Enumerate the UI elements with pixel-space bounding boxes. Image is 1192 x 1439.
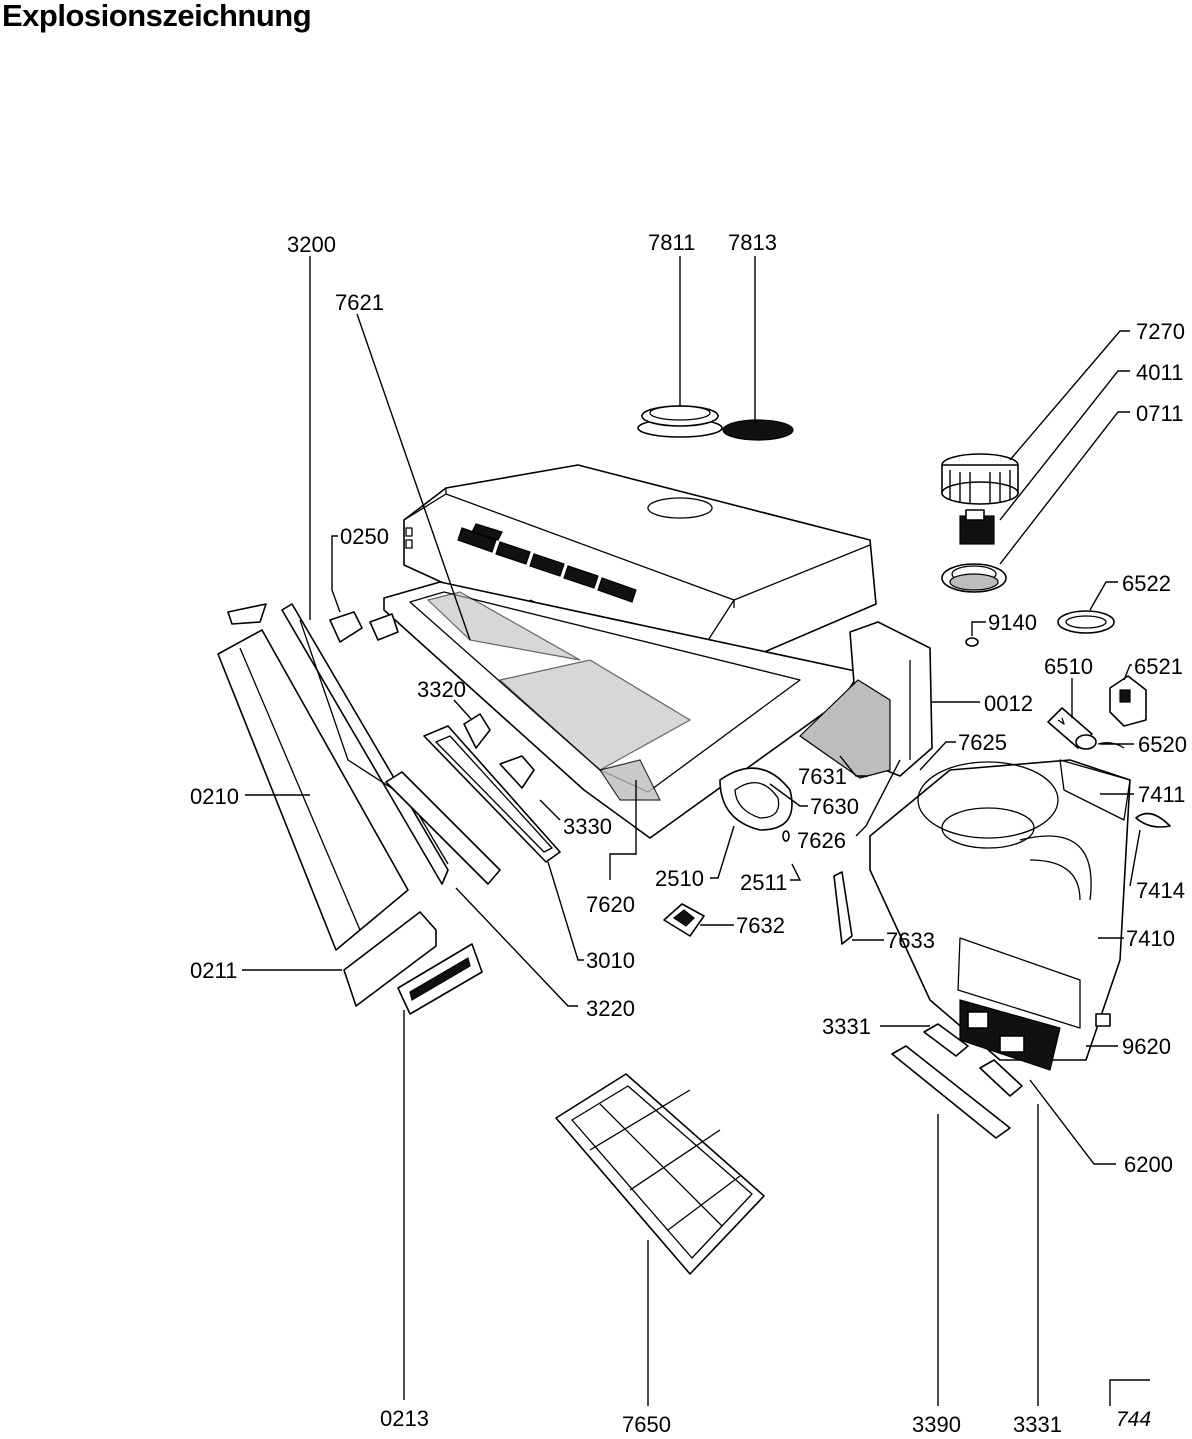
label-3200: 3200 — [287, 232, 336, 257]
label-7630: 7630 — [810, 794, 859, 819]
part-3320-bracket — [463, 713, 491, 749]
part-6522-lens — [1057, 610, 1115, 634]
label-7811: 7811 — [648, 230, 695, 255]
part-3330-bracket — [499, 755, 535, 789]
label-0012: 0012 — [984, 691, 1033, 716]
label-7410: 7410 — [1126, 926, 1175, 951]
part-7626-screw — [782, 830, 790, 842]
label-3010: 3010 — [586, 948, 635, 973]
label-0213: 0213 — [380, 1406, 429, 1431]
part-3390-bar — [891, 1045, 1011, 1139]
label-7411: 7411 — [1138, 782, 1185, 807]
part-6510-bulb — [1047, 707, 1097, 750]
label-6200: 6200 — [1124, 1152, 1173, 1177]
part-7410-fan-housing — [869, 759, 1131, 1071]
part-7633 — [833, 871, 853, 945]
part-9620 — [1095, 1013, 1111, 1027]
part-3331-clip-b — [979, 1059, 1023, 1097]
reference-number: 744 — [1116, 1408, 1151, 1431]
part-7650-filter — [555, 1073, 765, 1275]
label-7625: 7625 — [958, 730, 1007, 755]
part-0711-impeller — [941, 563, 1007, 593]
leader-lines — [242, 256, 1150, 1406]
part-7813-disc — [722, 419, 794, 441]
part-0250-bracket — [329, 611, 399, 643]
part-7632 — [663, 903, 705, 937]
label-3320: 3320 — [417, 677, 466, 702]
part-0012-housing — [799, 621, 933, 779]
part-3220-strip — [385, 771, 501, 885]
part-7811-ring — [637, 405, 723, 438]
part-3010-control-panel — [423, 725, 561, 863]
label-6521: 6521 — [1134, 654, 1183, 679]
label-7270: 7270 — [1136, 319, 1185, 344]
part-0210-glass-panel — [217, 603, 409, 951]
part-4011-capacitor — [959, 509, 995, 545]
label-0250: 0250 — [340, 524, 389, 549]
part-6521-lamp-holder — [1109, 675, 1147, 727]
label-3331-upper: 3331 — [822, 1014, 871, 1039]
label-9140: 9140 — [988, 610, 1037, 635]
label-7414: 7414 — [1136, 878, 1185, 903]
part-labels: 3200 7621 7811 7813 7270 4011 0711 6522 … — [190, 230, 1187, 1437]
label-3390: 3390 — [912, 1412, 961, 1437]
label-6510: 6510 — [1044, 654, 1093, 679]
label-7633: 7633 — [886, 928, 935, 953]
label-0211: 0211 — [190, 958, 237, 983]
part-7270-motor — [941, 453, 1019, 505]
label-3330: 3330 — [563, 814, 612, 839]
label-7620: 7620 — [586, 892, 635, 917]
label-6522: 6522 — [1122, 571, 1171, 596]
part-9140 — [965, 637, 979, 647]
label-3331-lower: 3331 — [1013, 1412, 1062, 1437]
label-0210: 0210 — [190, 784, 239, 809]
label-7632: 7632 — [736, 913, 785, 938]
label-2511: 2511 — [740, 870, 787, 895]
label-4011: 4011 — [1136, 360, 1183, 385]
label-2510: 2510 — [655, 866, 704, 891]
part-0211-bracket — [343, 911, 437, 1007]
label-9620: 9620 — [1122, 1034, 1171, 1059]
label-7650: 7650 — [622, 1412, 671, 1437]
label-7813: 7813 — [728, 230, 777, 255]
part-7414-tab — [1135, 812, 1171, 828]
page-title: Explosionszeichnung — [2, 0, 312, 33]
label-3220: 3220 — [586, 996, 635, 1021]
label-7626: 7626 — [797, 828, 846, 853]
part-7620-frame — [383, 581, 861, 839]
part-3200-front-strip — [281, 603, 449, 885]
label-7621: 7621 — [335, 290, 384, 315]
label-6520: 6520 — [1138, 732, 1187, 757]
part-0213-switch — [397, 943, 483, 1015]
part-2510-cover — [719, 767, 793, 831]
part-3331-clip-a — [923, 1023, 969, 1057]
label-0711: 0711 — [1136, 401, 1183, 426]
label-7631: 7631 — [798, 764, 847, 789]
